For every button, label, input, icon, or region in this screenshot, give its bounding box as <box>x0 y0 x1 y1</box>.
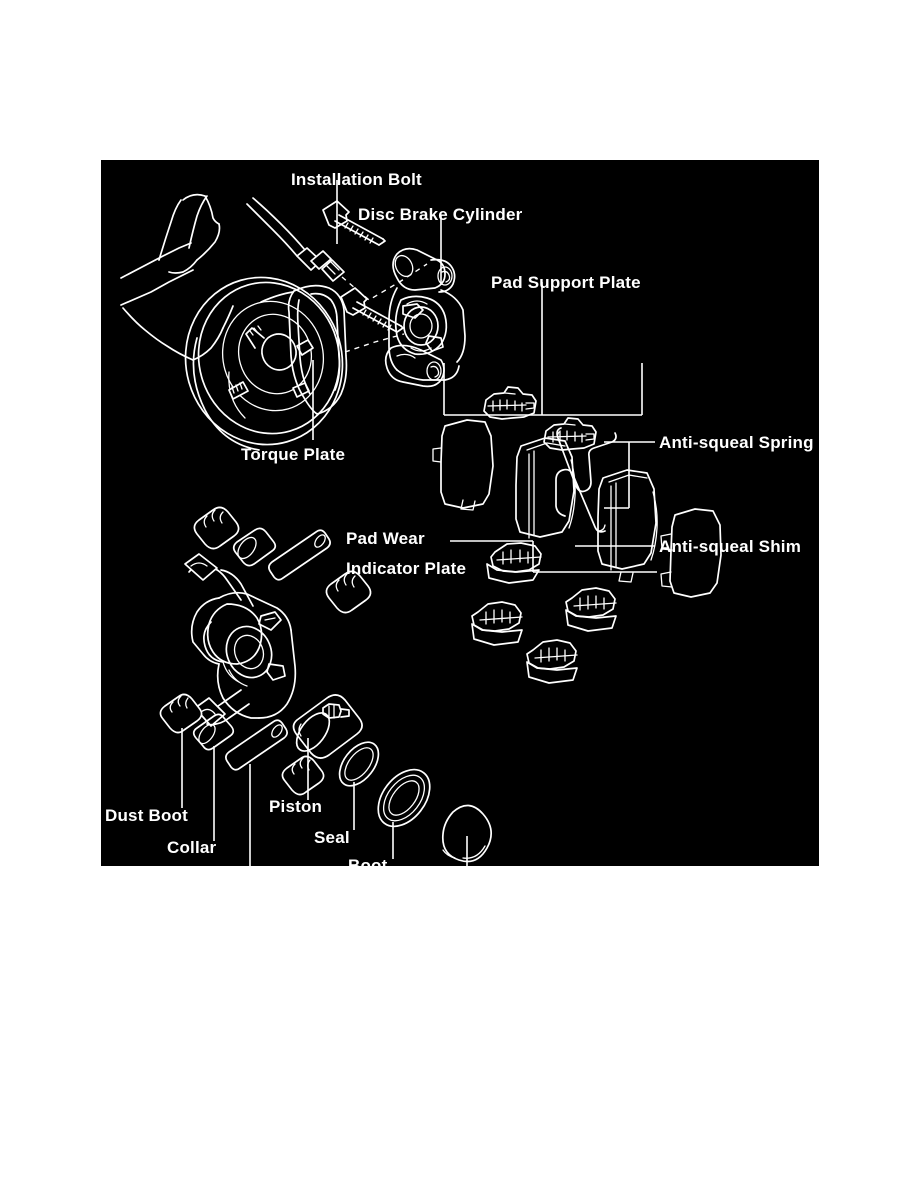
pad-wear-indicator-plate-2 <box>471 601 523 646</box>
slide-bushing-upper <box>268 529 331 581</box>
label-piston: Piston <box>269 797 322 816</box>
pad-wear-indicator-plate-3 <box>565 587 617 632</box>
figure-labels: Installation Bolt Disc Brake Cylinder Pa… <box>105 170 814 866</box>
label-boot: Boot <box>348 856 388 866</box>
brake-pad-inner <box>515 437 576 539</box>
dust-boot-lower <box>159 693 203 734</box>
bleeder-plug <box>322 703 350 719</box>
label-pad-support-plate: Pad Support Plate <box>491 273 641 292</box>
assembly-guide-lines <box>341 263 428 353</box>
steering-knuckle <box>120 193 234 361</box>
label-pad-wear-line2: Indicator Plate <box>346 559 466 578</box>
label-torque-plate: Torque Plate <box>241 445 345 464</box>
leader-anti-squeal-spring <box>604 441 655 509</box>
dust-boot-upper-right <box>325 570 372 614</box>
label-collar: Collar <box>167 838 217 857</box>
label-installation-bolt: Installation Bolt <box>291 170 422 189</box>
disc-brake-cylinder-assembly <box>384 247 466 388</box>
label-anti-squeal-shim: Anti-squeal Shim <box>659 537 801 556</box>
label-seal: Seal <box>314 828 350 847</box>
piston-seal <box>338 741 380 787</box>
anti-squeal-shim-outer <box>660 508 722 598</box>
pad-wear-indicator-plate-4 <box>526 639 578 684</box>
brake-hose <box>246 197 345 282</box>
figure-panel: Installation Bolt Disc Brake Cylinder Pa… <box>101 160 819 866</box>
label-disc-brake-cylinder: Disc Brake Cylinder <box>358 205 523 224</box>
anti-squeal-spring-lower <box>555 468 606 533</box>
label-anti-squeal-spring: Anti-squeal Spring <box>659 433 814 452</box>
pad-support-plate-lower <box>543 417 597 451</box>
label-dust-boot: Dust Boot <box>105 806 188 825</box>
brake-pad-outer <box>597 469 658 583</box>
dust-boot-upper <box>193 506 240 550</box>
pad-wear-indicator-plate-1 <box>486 542 542 584</box>
anti-squeal-spring-upper <box>556 427 617 493</box>
leader-pad-support-plate <box>443 282 643 416</box>
brake-pad-backing-plate <box>432 419 494 511</box>
leader-pad-wear-indicator <box>450 540 657 573</box>
installation-bolt-upper <box>322 200 386 246</box>
label-pad-wear-line1: Pad Wear <box>346 529 425 548</box>
dust-boot-lower-right <box>281 755 325 796</box>
set-ring <box>441 804 492 863</box>
pad-support-plate-upper <box>483 386 537 420</box>
slide-bushing-lower <box>225 719 288 771</box>
exploded-view-drawing: Installation Bolt Disc Brake Cylinder Pa… <box>105 170 814 866</box>
collar-upper <box>232 527 277 567</box>
torque-plate <box>260 284 348 415</box>
cylinder-boot <box>377 768 431 828</box>
piston <box>292 694 363 759</box>
brake-disc-rotor <box>184 276 344 451</box>
collar-lower <box>192 713 235 751</box>
leader-lines <box>181 180 657 866</box>
